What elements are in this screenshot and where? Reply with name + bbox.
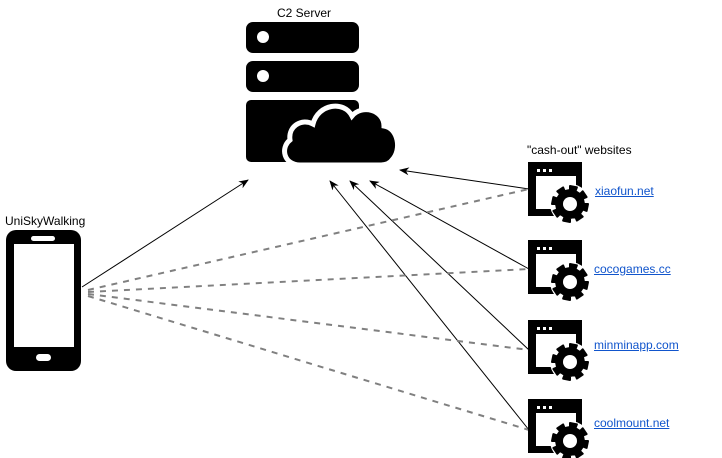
window-dot <box>549 327 552 330</box>
edge-device-to-cocogames <box>87 268 530 293</box>
website-link-cocogames[interactable]: cocogames.cc <box>594 262 671 276</box>
window-dot <box>537 406 540 409</box>
web-app-gear-icon <box>528 399 590 458</box>
web-app-gear-icon <box>528 320 590 382</box>
window-dot <box>549 247 552 250</box>
smartphone-icon <box>6 230 81 371</box>
window-dot <box>549 169 552 172</box>
web-app-gear-icon <box>528 240 590 302</box>
edge-device-to-minminapp <box>87 293 530 351</box>
website-link-xiaofun[interactable]: xiaofun.net <box>595 184 654 198</box>
server-cloud-icon <box>246 22 401 168</box>
server-label: C2 Server <box>277 6 332 20</box>
edges-websites-to-server <box>81 167 530 431</box>
window-dot <box>543 169 546 172</box>
websites-group-label: "cash-out" websites <box>527 143 632 157</box>
window-dot <box>543 406 546 409</box>
edge-xiaofun-to-server <box>399 167 530 190</box>
window-dot <box>543 327 546 330</box>
edge-coolmount-to-server <box>329 180 530 431</box>
edge-device-to-server <box>81 179 249 288</box>
window-dot <box>537 247 540 250</box>
device-label: UniSkyWalking <box>5 214 86 228</box>
window-dot <box>537 169 540 172</box>
website-link-coolmount[interactable]: coolmount.net <box>594 416 670 430</box>
edge-device-to-coolmount <box>87 295 530 431</box>
edges-device-to-websites <box>87 188 530 431</box>
edge-device-to-xiaofun <box>87 188 530 291</box>
window-dot <box>543 247 546 250</box>
window-dot <box>549 406 552 409</box>
window-dot <box>537 327 540 330</box>
web-app-gear-icon <box>528 162 590 224</box>
edge-cocogames-to-server <box>369 180 530 270</box>
website-link-minminapp[interactable]: minminapp.com <box>594 338 679 352</box>
edge-minminapp-to-server <box>349 180 530 351</box>
